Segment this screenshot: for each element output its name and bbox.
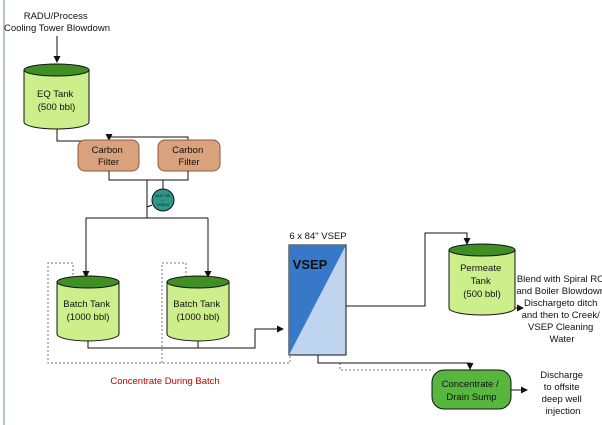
pipe-batch-tanks-to-vsep (87, 325, 284, 349)
vsep-label: VSEP (293, 257, 328, 272)
pipe-eq-to-filters (56, 129, 189, 142)
pipe-filters-merge (108, 171, 189, 181)
batch-tank-2-label: Batch Tank (1000 bbl) (173, 299, 222, 323)
carbon-filter-1: Carbon Filter (77, 139, 140, 172)
eq-tank-label: EQ Tank (500 bbl) (37, 89, 76, 113)
vsep-title: 6 x 84" VSEP (289, 231, 346, 242)
vsep-unit: VSEP (288, 244, 347, 356)
carbon-filter-2-label: Carbon Filter (172, 145, 206, 168)
dashed-concentrate-to-sump (339, 363, 432, 371)
drain-sump-label: Concentrate / Drain Sump (442, 379, 502, 403)
pipe-vsep-to-permeate (346, 232, 471, 307)
chem-addition-label: NLR 735 + H2SO4 (155, 194, 170, 207)
chem-addition: NLR 735 + H2SO4 (146, 180, 175, 212)
concentrate-drain-sump: Concentrate / Drain Sump (431, 369, 512, 410)
concentrate-label: Concentrate During Batch (110, 376, 219, 387)
permeate-note: Blend with Spiral RO and Boiler Blowdown… (516, 274, 602, 345)
batch-tank-2: Batch Tank (1000 bbl) (166, 275, 230, 342)
permeate-tank-label: Permeate Tank (500 bbl) (460, 263, 504, 300)
carbon-filter-1-label: Carbon Filter (92, 145, 126, 168)
dashed-recycle-line-2 (161, 262, 187, 363)
source-label: RADU/Process Cooling Tower Blowdown (4, 11, 110, 34)
carbon-filter-2: Carbon Filter (157, 139, 221, 172)
pipe-vsep-to-sump (317, 355, 474, 370)
batch-tank-1: Batch Tank (1000 bbl) (56, 275, 120, 342)
dashed-recycle-line-1 (47, 262, 291, 364)
permeate-tank: Permeate Tank (500 bbl) (448, 243, 516, 316)
batch-tank-1-label: Batch Tank (1000 bbl) (63, 299, 112, 323)
discharge-note: Discharge to offsite deep well injection (540, 370, 585, 417)
eq-tank: EQ Tank (500 bbl) (23, 63, 90, 130)
